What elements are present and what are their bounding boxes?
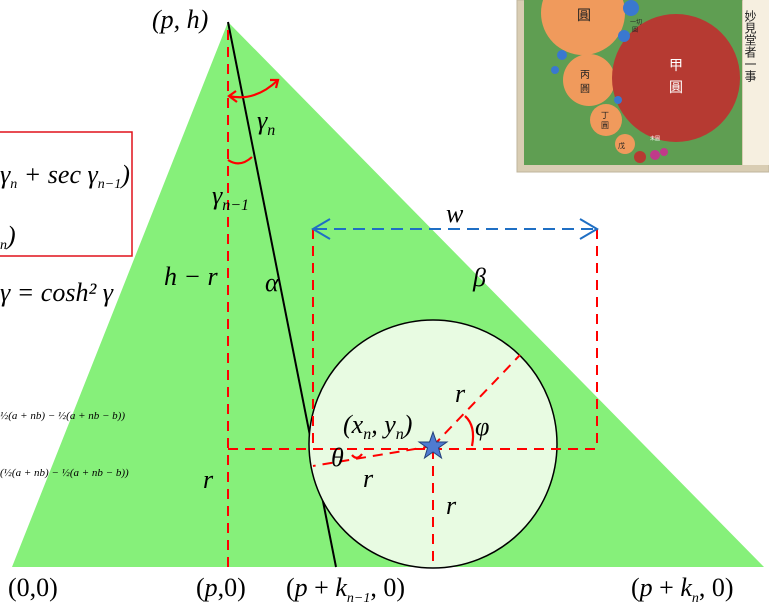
w-arrow	[311, 218, 599, 240]
beta-label: β	[472, 263, 486, 292]
svg-text:圓: 圓	[632, 27, 638, 34]
r-right-label: r	[446, 491, 457, 520]
alpha-label: α	[265, 268, 280, 297]
theta-label: θ	[331, 443, 344, 472]
cosh-formula: γ = cosh² γ	[0, 278, 114, 307]
triangle	[12, 22, 764, 567]
svg-text:圓: 圓	[601, 121, 609, 130]
svg-text:圓: 圓	[580, 83, 590, 95]
svg-text:圓: 圓	[669, 80, 683, 96]
sum-formula-1: ½(a + nb) − ½(a + nb − b))	[0, 410, 125, 422]
w-label: w	[446, 199, 464, 228]
svg-text:未圓: 未圓	[650, 135, 660, 142]
origin-label: (0,0)	[8, 573, 58, 602]
inset-image: 圓 丙 圓 甲 圓 丁 圓 一切 圓 戊 未圓 妙見堂者一事	[516, 0, 769, 173]
inset-vertical-text: 妙見堂者一事	[743, 10, 757, 82]
r-upper-label: r	[455, 379, 466, 408]
sum-formula-2: (½(a + nb) − ½(a + nb − b))	[0, 467, 129, 479]
pk1-label: (p + kn−1, 0)	[286, 573, 405, 606]
svg-text:丁: 丁	[601, 111, 609, 120]
r-left-label: r	[363, 464, 374, 493]
svg-text:圓: 圓	[577, 8, 591, 24]
pkn-label: (p + kn, 0)	[631, 573, 734, 606]
red-dashed-lines	[227, 30, 598, 567]
formula-line-2: n)	[0, 221, 16, 253]
svg-text:甲: 甲	[669, 58, 683, 74]
formula-line-1: γn + sec γn−1)	[0, 160, 130, 192]
center-star	[417, 430, 449, 460]
p0-label: (p,0)	[196, 573, 246, 602]
r-mid-label: r	[203, 465, 214, 494]
formula-box	[0, 131, 133, 257]
h-minus-r-label: h − r	[164, 262, 219, 291]
phi-label: φ	[475, 412, 489, 441]
svg-text:戊: 戊	[618, 141, 625, 150]
apex-label: (p, h)	[152, 5, 208, 34]
svg-text:一切: 一切	[630, 19, 642, 26]
angle-arcs	[227, 78, 475, 459]
svg-text:丙: 丙	[580, 70, 590, 81]
